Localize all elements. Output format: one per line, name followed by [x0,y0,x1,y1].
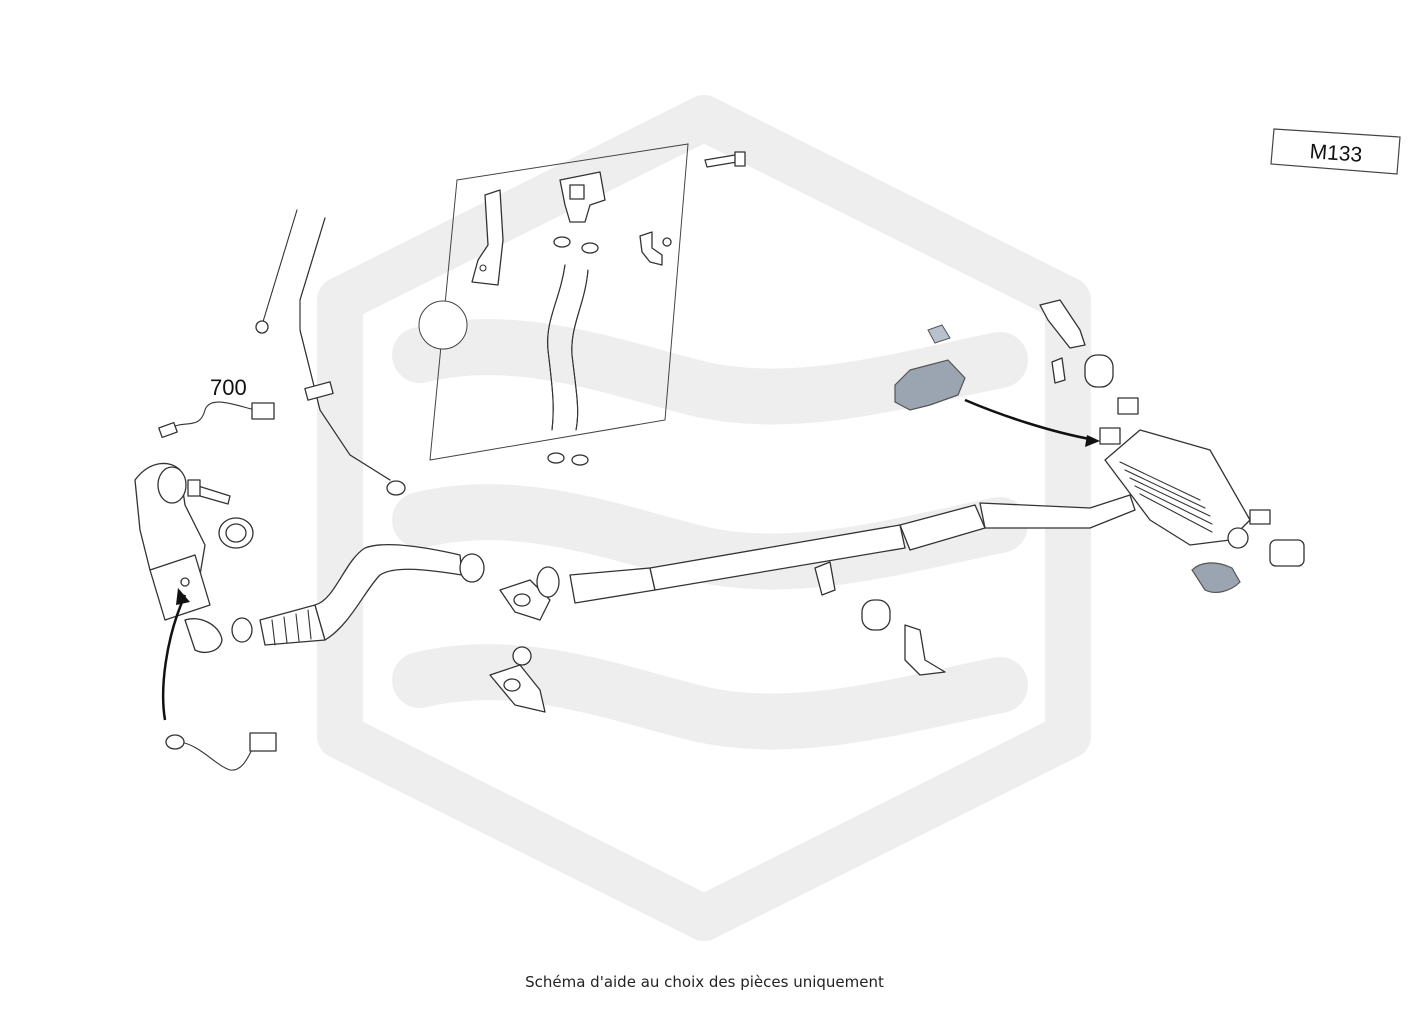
diagram-caption: Schéma d'aide au choix des pièces unique… [525,973,884,991]
oxygen-sensor-upper: 700 [158,375,275,439]
rear-silencer [1099,397,1251,549]
cat-fasteners [187,479,254,549]
flange-gaskets [489,579,551,713]
oxygen-sensor-lower [161,588,277,771]
engine-code-box: M133 [1270,128,1401,175]
callout-label: 700 [210,375,247,400]
detail-inset-circle [418,300,468,350]
rear-hangers [861,299,1114,676]
exhaust-flap-actuator [894,324,1100,447]
sensor-rods [255,209,406,496]
catalytic-converter [134,462,223,653]
detail-inset [418,143,746,466]
tailpipe-tip [1191,509,1305,593]
middle-pipe [536,494,1136,604]
front-pipe [231,544,485,646]
engine-code-label: M133 [1309,140,1363,167]
